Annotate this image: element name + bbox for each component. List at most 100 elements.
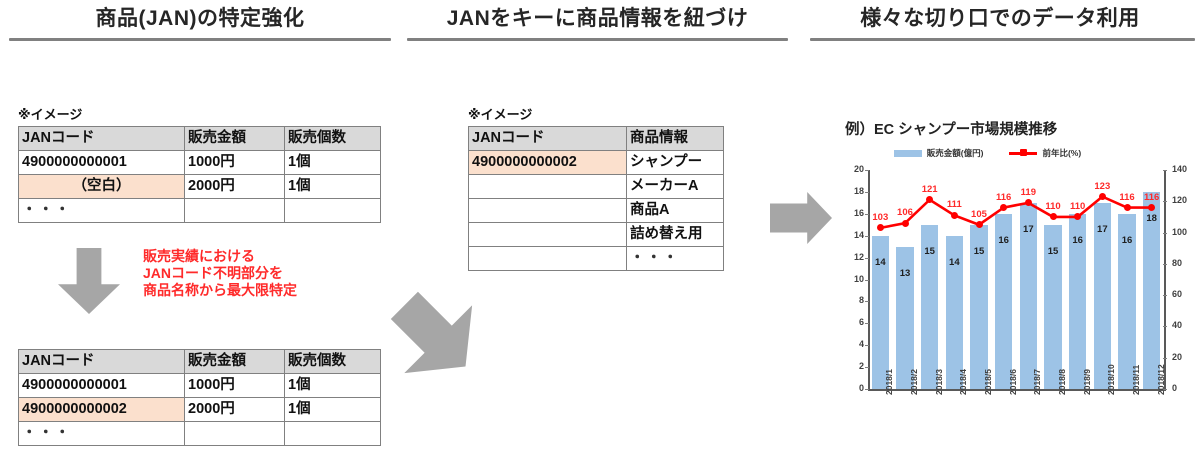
chart-y-tick-mark-right — [1163, 326, 1167, 328]
annotation-text: 販売実績における JANコード不明部分を 商品名称から最大限特定 — [143, 248, 297, 299]
chart-y-tick-mark-left — [865, 191, 869, 193]
chart-line-point — [1074, 213, 1082, 221]
chart-line-point — [1049, 213, 1057, 221]
cell-jan: 4900000000001 — [18, 373, 185, 398]
chart-y-tick-mark-left — [865, 235, 869, 237]
chart-y-tick-label-right: 20 — [1172, 351, 1183, 362]
chart-bar — [1143, 191, 1161, 389]
th-jan: JANコード — [18, 126, 185, 151]
chart-line-point — [1148, 204, 1156, 212]
chart-bar-value-label: 18 — [1146, 212, 1157, 224]
chart-line-path — [880, 195, 1152, 230]
table-row-blank-jan: （空白） 2000円 1個 — [18, 174, 381, 199]
th-jan: JANコード — [468, 126, 627, 151]
th-amount: 販売金額 — [184, 126, 285, 151]
chart-y-tick-label-left: 18 — [853, 185, 864, 196]
chart-y-tick-mark-left — [865, 279, 869, 281]
cell-jan-matched: 4900000000002 — [468, 150, 627, 175]
chart-y-tick-mark-right — [1163, 263, 1167, 265]
chart-line-point — [1024, 199, 1032, 207]
cell-qty: 1個 — [284, 174, 381, 199]
chart-x-tick-label: 2018/4 — [958, 369, 969, 395]
chart-y-tick-mark-left — [865, 170, 869, 171]
chart-x-tick-label: 2018/7 — [1032, 369, 1043, 395]
chart-x-tick-label: 2018/9 — [1081, 369, 1092, 395]
annotation-line-1: 販売実績における — [143, 248, 255, 264]
chart-line-value-label: 121 — [921, 183, 938, 195]
th-qty: 販売個数 — [284, 126, 381, 151]
chart-bar — [1044, 224, 1062, 389]
cell-info: シャンプー — [626, 150, 724, 175]
chart-y-tick-label-left: 14 — [853, 229, 864, 240]
chart-y-tick-label-right: 0 — [1172, 383, 1178, 393]
chart-line-value-label: 116 — [995, 191, 1012, 203]
chart-bar-value-label: 13 — [899, 267, 911, 279]
panel2-image-note: ※イメージ — [468, 107, 533, 122]
legend-item-line-label: 前年比(%) — [1042, 148, 1082, 158]
chart-x-tick-label: 2018/5 — [983, 369, 993, 395]
chart-y-tick-mark-left — [865, 257, 869, 259]
header-rule-3 — [810, 38, 1195, 41]
legend-line-swatch-icon — [1009, 148, 1038, 156]
chart-bar-value-label: 15 — [924, 245, 935, 257]
table-row: 4900000000002 シャンプー — [468, 150, 724, 175]
cell-empty — [184, 198, 285, 223]
chart-bar — [896, 246, 914, 389]
chart-x-tick-label: 2018/1 — [884, 369, 895, 395]
chart-bar-value-label: 15 — [1047, 245, 1059, 257]
column-header-3: 様々な切り口でのデータ利用 — [805, 4, 1195, 41]
chart-y-tick-mark-left — [865, 389, 869, 390]
cell-ellipsis: ・・・ — [626, 246, 724, 271]
chart-x-tick-label: 2018/6 — [1007, 369, 1018, 395]
chart-x-tick-label: 2018/11 — [1131, 364, 1141, 395]
column-header-2: JANをキーに商品情報を紐づけ — [405, 4, 790, 41]
chart-y-axis-right — [1164, 170, 1166, 390]
chart-line-point — [876, 224, 884, 232]
chart-bar — [1069, 213, 1087, 389]
chart-x-tick-label: 2018/10 — [1106, 364, 1117, 395]
cell-empty — [468, 222, 627, 247]
table-row: ・・・ — [18, 421, 381, 446]
chart-bar-value-label: 14 — [875, 256, 886, 268]
chart-bar — [871, 235, 889, 389]
chart-y-tick-mark-right — [1163, 201, 1167, 203]
column-header-1-label: 商品(JAN)の特定強化 — [95, 7, 305, 30]
table-row: 商品A — [468, 198, 724, 223]
table-row: JANコード 販売金額 販売個数 — [18, 349, 381, 374]
annotation-line-3: 商品名称から最大限特定 — [143, 282, 297, 298]
th-product-info: 商品情報 — [626, 126, 724, 151]
chart-bar-value-label: 17 — [1097, 223, 1108, 235]
chart-line-point — [901, 219, 909, 227]
sales-table-before: JANコード 販売金額 販売個数 4900000000001 1000円 1個 … — [18, 126, 381, 223]
chart-line-value-label: 123 — [1094, 180, 1111, 192]
chart-y-tick-label-right: 40 — [1172, 320, 1183, 331]
table-row: ・・・ — [18, 198, 381, 223]
chart-bar — [1093, 202, 1111, 389]
chart-x-tick-label: 2018/12 — [1155, 364, 1166, 395]
chart-y-axis-left — [868, 170, 870, 390]
chart-line-point — [1098, 193, 1106, 201]
chart-bar — [1019, 202, 1037, 389]
chart-y-tick-label-left: 10 — [853, 273, 864, 284]
cell-amount: 1000円 — [184, 150, 285, 175]
chart-legend: 販売金額(億円) 前年比(%) — [880, 147, 1095, 159]
chart-bar — [1118, 213, 1136, 389]
chart-bar-value-label: 14 — [949, 256, 960, 268]
diagonal-arrow-icon — [367, 268, 500, 401]
chart-x-axis — [868, 389, 1166, 391]
table-row: メーカーA — [468, 174, 724, 199]
chart-bar — [945, 235, 963, 389]
column-header-3-label: 様々な切り口でのデータ利用 — [860, 7, 1140, 30]
cell-qty: 1個 — [284, 397, 381, 422]
chart-x-tick-label: 2018/3 — [933, 369, 944, 395]
chart-bar-value-label: 17 — [1023, 223, 1034, 235]
table-row-resolved-jan: 4900000000002 2000円 1個 — [18, 397, 381, 422]
chart-y-tick-label-left: 4 — [858, 339, 864, 350]
chart-bar-value-label: 16 — [998, 234, 1009, 246]
cell-empty — [184, 421, 285, 446]
chart-y-tick-mark-left — [865, 367, 869, 369]
cell-jan-resolved: 4900000000002 — [18, 397, 185, 422]
legend-item-line: 前年比(%) — [1009, 147, 1081, 159]
cell-amount: 2000円 — [184, 174, 285, 199]
